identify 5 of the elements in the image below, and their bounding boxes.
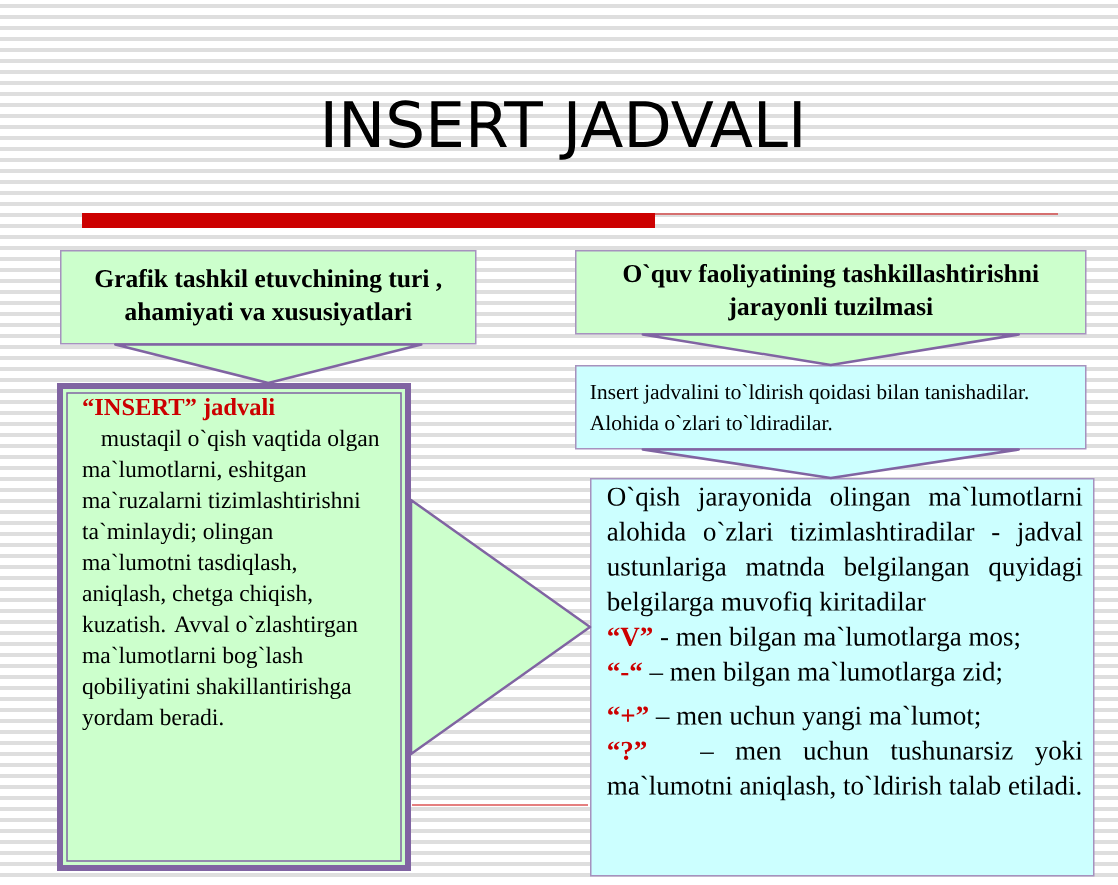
- title: INSERT JADVALI: [325, 100, 801, 160]
- arrow: [641, 333, 1020, 367]
- arrow: [409, 498, 592, 756]
- arrow: [641, 448, 1020, 480]
- arrow: [114, 343, 423, 385]
